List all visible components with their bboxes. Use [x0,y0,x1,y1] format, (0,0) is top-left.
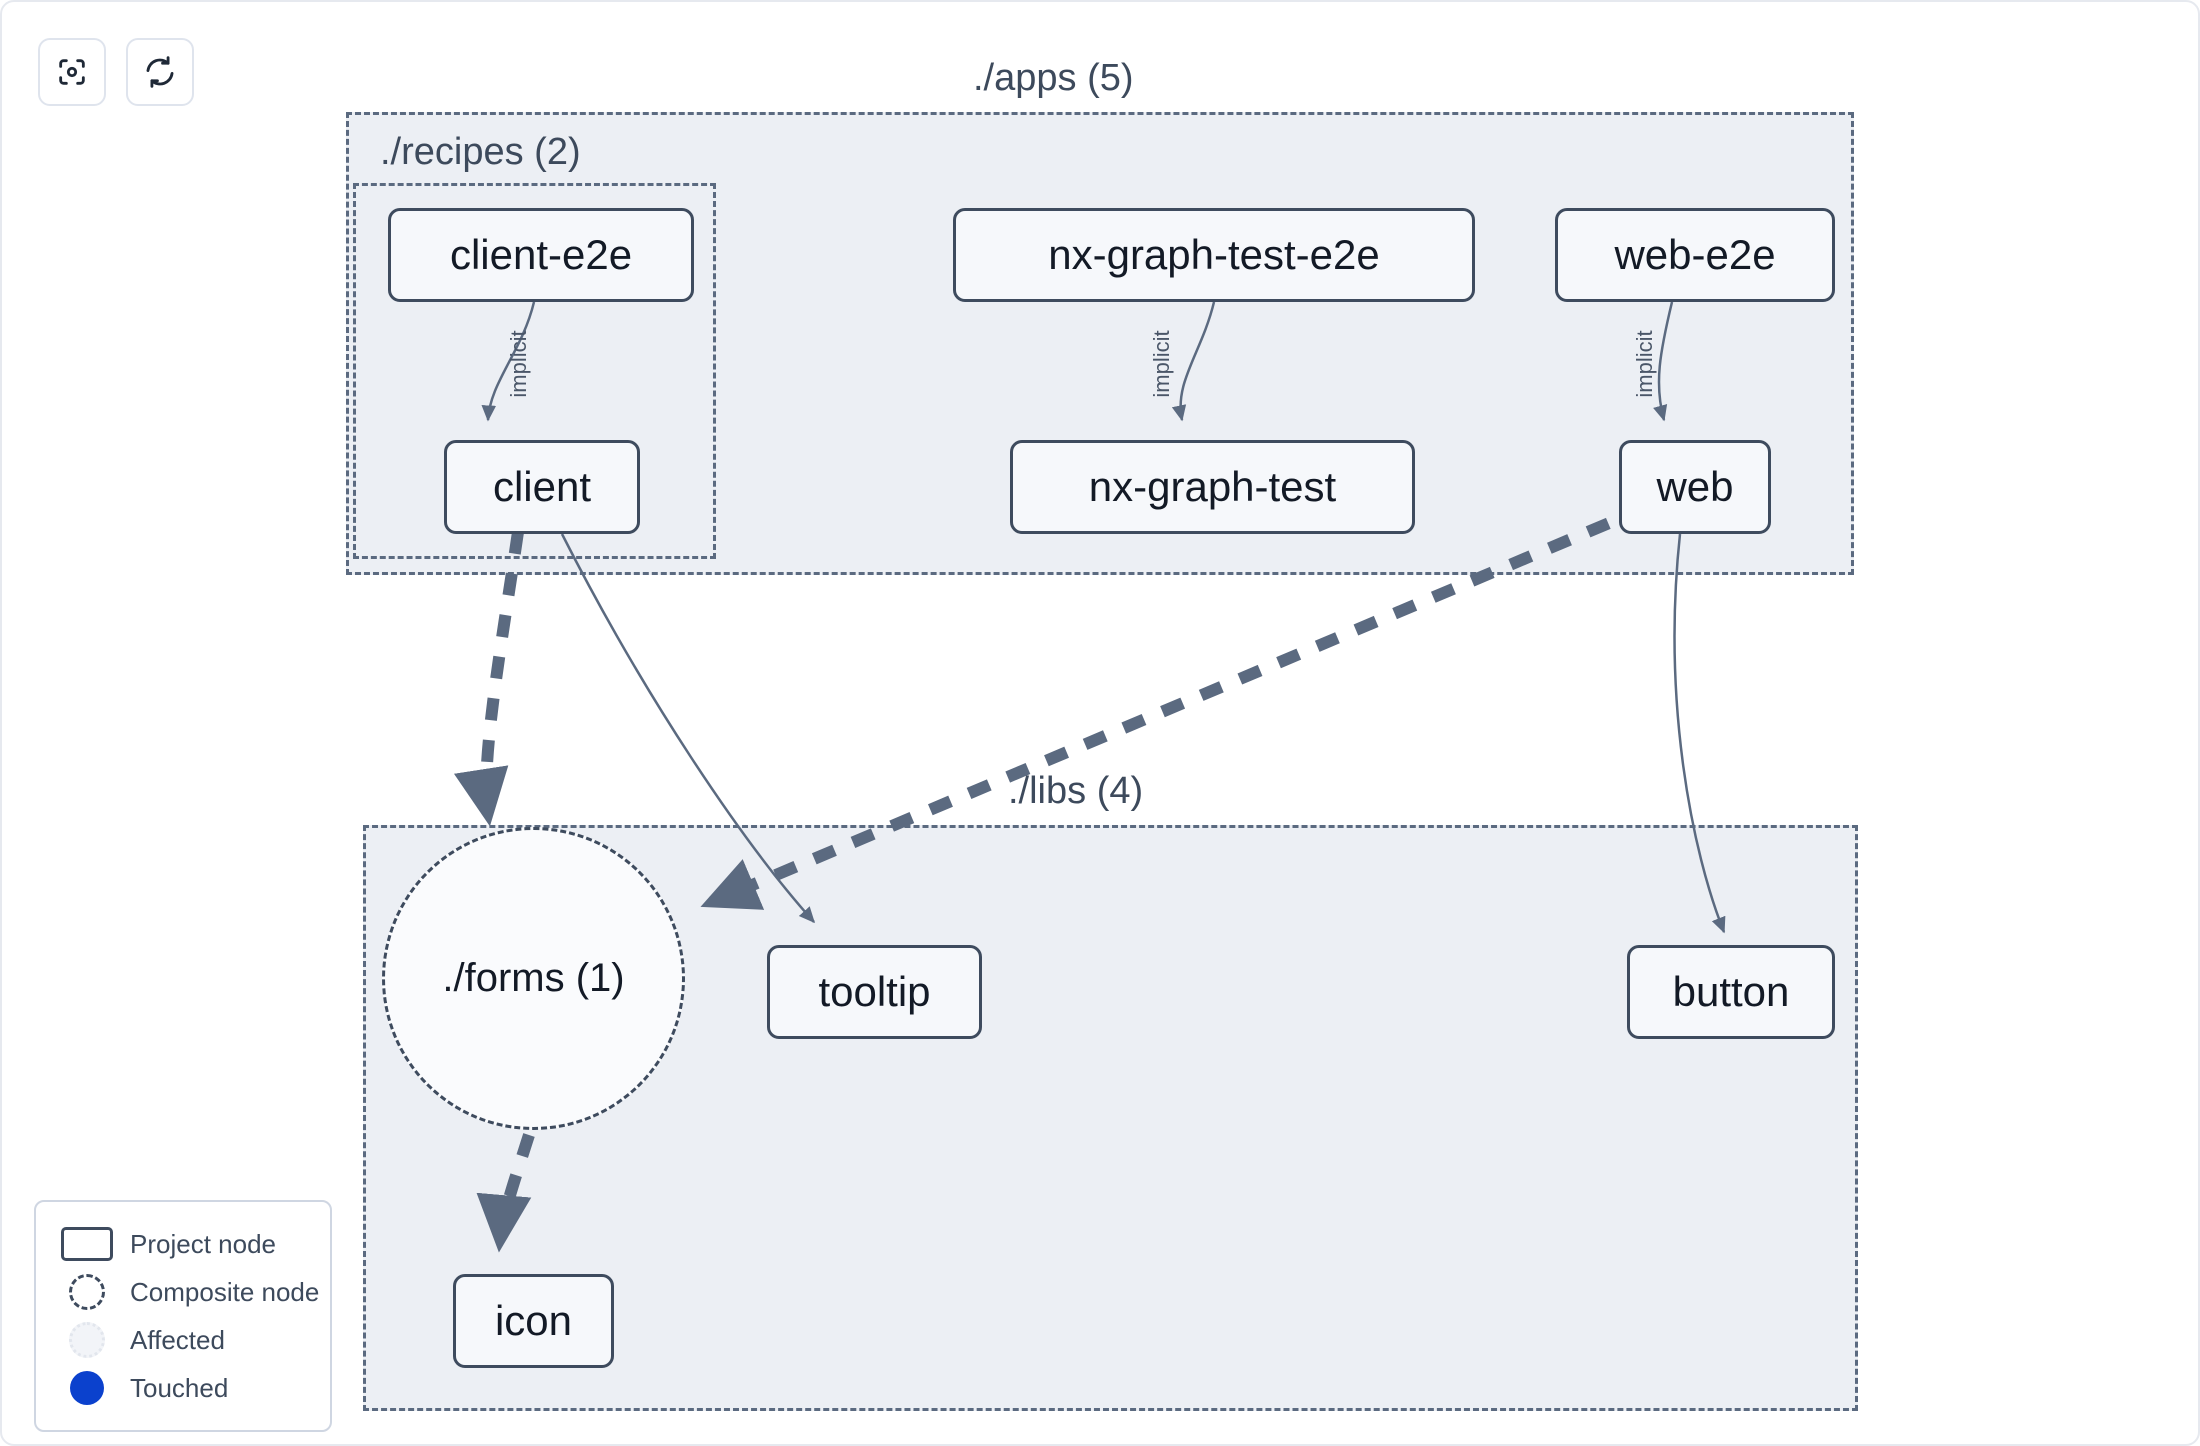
node-label: web-e2e [1614,231,1776,278]
refresh-graph-button[interactable] [126,38,194,106]
graph-toolbar [38,38,194,106]
legend-item-composite-node: Composite node [56,1268,319,1316]
node-nx-graph-test-e2e[interactable]: nx-graph-test-e2e [953,208,1475,302]
legend-label: Composite node [130,1276,320,1307]
node-web-e2e[interactable]: web-e2e [1555,208,1835,302]
focus-icon [55,55,89,89]
node-label: tooltip [818,968,931,1015]
graph-legend: Project node Composite node Affected Tou… [34,1200,332,1432]
project-node-swatch [56,1227,118,1261]
group-recipes[interactable] [353,183,716,559]
node-label: client [492,463,592,510]
legend-item-affected: Affected [56,1316,310,1364]
node-label: icon [494,1297,573,1344]
legend-item-project-node: Project node [56,1220,310,1268]
group-label-libs: ./libs (4) [1008,770,1144,812]
refresh-icon [143,55,177,89]
node-label: web [1656,463,1734,510]
node-label: button [1672,968,1790,1015]
node-label: client-e2e [449,231,633,278]
node-nx-graph-test[interactable]: nx-graph-test [1010,440,1415,534]
node-web[interactable]: web [1619,440,1771,534]
node-tooltip[interactable]: tooltip [767,945,982,1039]
touched-swatch [56,1371,118,1405]
node-label: nx-graph-test [1088,463,1337,510]
node-button[interactable]: button [1627,945,1835,1039]
legend-label: Project node [130,1228,276,1259]
legend-label: Touched [130,1372,229,1403]
group-label-apps: ./apps (5) [973,57,1134,99]
node-client-e2e[interactable]: client-e2e [388,208,694,302]
legend-item-touched: Touched [56,1364,310,1412]
node-label: nx-graph-test-e2e [1048,231,1380,278]
group-label-recipes: ./recipes (2) [380,131,581,173]
node-forms[interactable]: ./forms (1) [382,827,685,1130]
legend-label: Affected [130,1324,225,1355]
node-label: ./forms (1) [442,956,625,1000]
composite-node-swatch [56,1274,118,1310]
node-icon[interactable]: icon [453,1274,614,1368]
node-client[interactable]: client [444,440,640,534]
affected-swatch [56,1322,118,1358]
focus-graph-button[interactable] [38,38,106,106]
